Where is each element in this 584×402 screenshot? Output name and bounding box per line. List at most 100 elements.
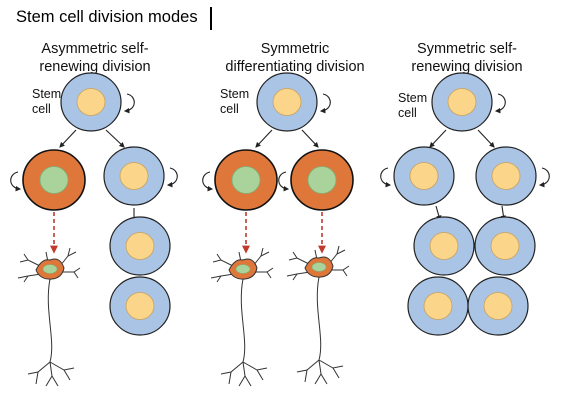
self-renewal-arrow — [123, 93, 135, 114]
neuron-nucleus — [311, 262, 327, 272]
axon — [47, 278, 53, 363]
dendrite — [286, 271, 311, 277]
stem-cell-label: Stem cell — [398, 91, 427, 121]
axon-terminal — [27, 361, 51, 375]
arrow — [477, 129, 495, 148]
axon-terminal — [63, 369, 71, 381]
dendrite — [216, 253, 222, 261]
dendrite — [67, 247, 71, 257]
dendrite — [17, 273, 42, 279]
self-renewal-arrow — [538, 167, 550, 188]
axon-terminal — [304, 369, 308, 383]
stem-cell — [413, 216, 475, 276]
stem-cell — [467, 276, 529, 336]
axon-terminal — [220, 361, 244, 375]
column-title-line: Symmetric self- — [417, 41, 517, 57]
dendrite — [260, 247, 264, 257]
dendrite — [292, 273, 298, 281]
text-cursor — [210, 7, 212, 30]
page-title: Stem cell division modes — [16, 8, 198, 26]
self-renewal-arrow — [10, 171, 22, 192]
dendrite — [210, 273, 235, 279]
stem-label-line: Stem — [32, 87, 62, 101]
axon-terminal — [51, 375, 59, 387]
axon-terminal — [228, 371, 232, 385]
dendrite — [288, 257, 310, 265]
differentiating-cell — [214, 149, 278, 211]
stem-cell — [256, 72, 318, 132]
dendrite — [23, 275, 29, 283]
cell-nucleus — [423, 292, 453, 320]
arrow — [255, 129, 273, 148]
axon-terminal — [318, 359, 344, 369]
cell-nucleus — [119, 162, 149, 190]
column-title-symmetric-self-renewing: Symmetric self- renewing division — [392, 40, 542, 76]
axon-terminal — [35, 371, 39, 385]
self-renewal-arrow — [319, 93, 331, 114]
dendrite — [212, 259, 234, 267]
cell-nucleus — [491, 162, 521, 190]
stem-cell — [431, 72, 493, 132]
arrow — [59, 129, 77, 148]
differentiating-cell — [22, 149, 86, 211]
dendrite — [336, 245, 340, 255]
cell-nucleus — [231, 166, 261, 194]
dendrite — [255, 267, 274, 273]
stem-label-line: Stem — [220, 87, 250, 101]
neuron-nucleus — [235, 264, 251, 274]
dendrite — [331, 265, 350, 271]
cell-nucleus — [429, 232, 459, 260]
stem-label-line: cell — [32, 102, 51, 116]
axon-terminal — [320, 373, 328, 385]
dendrite — [19, 259, 41, 267]
stem-label-line: cell — [220, 102, 239, 116]
column-title-asymmetric: Asymmetric self- renewing division — [20, 40, 170, 76]
cell-nucleus — [447, 88, 477, 116]
cell-nucleus — [272, 88, 302, 116]
stem-cell-label: Stem cell — [32, 87, 61, 117]
cell-nucleus — [483, 292, 513, 320]
axon-terminal — [242, 361, 268, 371]
stem-label-line: Stem — [398, 91, 428, 105]
stem-cell — [109, 276, 171, 336]
neuron-nucleus — [42, 264, 58, 274]
axon-terminal — [49, 361, 75, 371]
cell-nucleus — [125, 292, 155, 320]
dendrite — [292, 251, 298, 259]
stem-cell — [407, 276, 469, 336]
axon — [316, 276, 322, 361]
column-title-line: renewing division — [39, 59, 151, 75]
column-title-symmetric-differentiating: Symmetric differentiating division — [210, 40, 380, 76]
self-renewal-arrow — [380, 167, 392, 188]
cell-nucleus — [409, 162, 439, 190]
neuron — [17, 247, 81, 387]
column-title-line: Symmetric — [260, 41, 330, 57]
cell-nucleus — [307, 166, 337, 194]
stem-cell — [103, 146, 165, 206]
neuron — [210, 247, 274, 387]
self-renewal-arrow — [494, 93, 506, 114]
stem-cell — [60, 72, 122, 132]
axon-terminal — [238, 361, 246, 387]
stem-cell — [475, 146, 537, 206]
self-renewal-arrow — [278, 171, 290, 192]
cell-nucleus — [125, 232, 155, 260]
self-renewal-arrow — [202, 171, 214, 192]
stem-cell — [393, 146, 455, 206]
column-title-line: Asymmetric self- — [41, 41, 149, 57]
dendrite — [216, 275, 222, 283]
dendrite — [62, 267, 81, 273]
axon-terminal — [256, 369, 264, 381]
axon-terminal — [45, 361, 53, 387]
arrow — [301, 129, 319, 148]
dendrite — [23, 253, 29, 261]
differentiating-cell — [290, 149, 354, 211]
dendrite — [73, 271, 79, 279]
stem-cell-label: Stem cell — [220, 87, 249, 117]
dendrite — [342, 269, 348, 277]
axon-terminal — [296, 359, 320, 373]
axon-terminal — [332, 367, 340, 379]
stem-label-line: cell — [398, 106, 417, 120]
axon — [240, 278, 246, 363]
